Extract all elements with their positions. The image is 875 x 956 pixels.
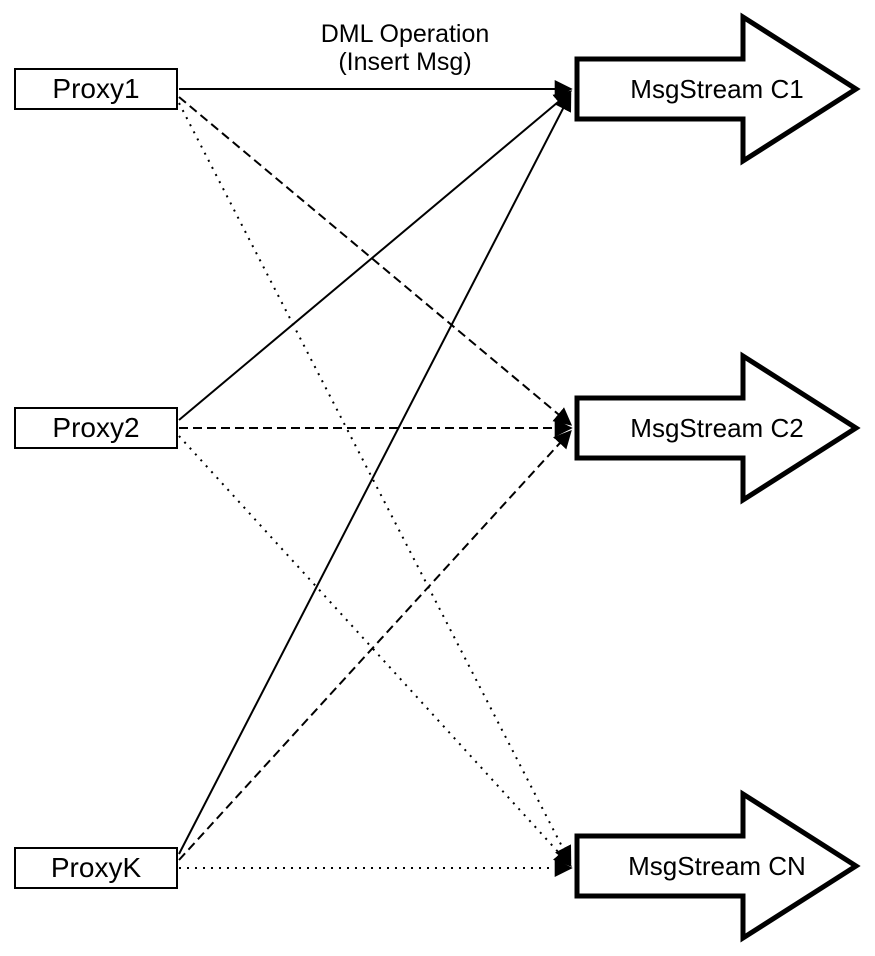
msgstream-cn-label: MsgStream CN: [628, 851, 806, 881]
dml-operation-label-line1: DML Operation: [320, 20, 490, 48]
edge-proxy2-cn: [178, 435, 572, 867]
proxyK-label: ProxyK: [50, 852, 142, 883]
msgstream-block-arrows: [574, 12, 861, 943]
dml-operation-label: DML Operation (Insert Msg): [255, 20, 555, 76]
proxy1-box: Proxy1: [14, 68, 178, 110]
proxy2-box: Proxy2: [14, 407, 178, 449]
dotted-edges-to-cn: [178, 102, 573, 877]
msgstream-cn-arrow-shape: [574, 789, 861, 943]
proxyK-box: ProxyK: [14, 847, 178, 889]
edge-proxy2-c1: [178, 90, 573, 421]
msgstream-c1-label: MsgStream C1: [630, 74, 804, 104]
msgstream-c2-arrow-shape: [574, 351, 861, 505]
proxy1-label: Proxy1: [52, 73, 140, 104]
edge-proxyK-c1: [178, 92, 572, 855]
proxy2-label: Proxy2: [52, 412, 140, 443]
edge-proxyK-c2: [178, 430, 572, 861]
msgstream-c1-arrow-shape: [574, 12, 861, 166]
solid-edges-to-c1: [178, 80, 573, 855]
dml-operation-label-line2: (Insert Msg): [338, 48, 472, 76]
dashed-edges-to-c2: [178, 96, 573, 861]
edge-proxy1-cn: [178, 102, 572, 865]
edge-proxy1-c2: [178, 96, 573, 426]
msgstream-c2-label: MsgStream C2: [630, 413, 804, 443]
